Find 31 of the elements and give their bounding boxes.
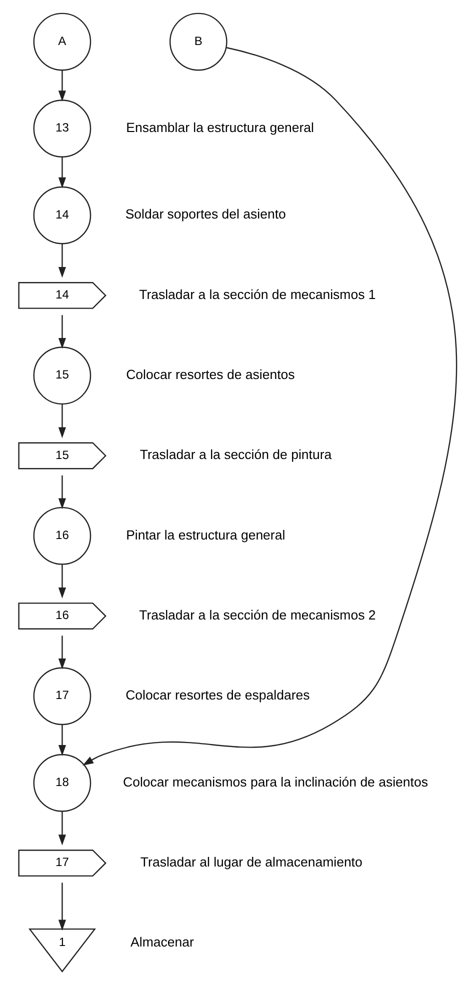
arrow	[58, 636, 66, 670]
node-label: Trasladar a la sección de pintura	[139, 447, 332, 462]
node-circle: 17	[32, 667, 91, 726]
arrow	[58, 882, 66, 931]
arrow	[58, 404, 66, 438]
node-label: Colocar resortes de espaldares	[125, 688, 310, 703]
node-label: Colocar resortes de asientos	[126, 366, 294, 382]
node-label: Trasladar a la sección de mecanismos 2	[138, 607, 376, 622]
node-circle: 13	[32, 100, 91, 158]
node-circle: B	[168, 12, 227, 71]
arrow	[58, 564, 66, 598]
node-circle: 18	[32, 754, 91, 812]
node-label: Trasladar al lugar de almacenamiento	[140, 854, 362, 870]
node-label: Ensamblar la estructura general	[126, 120, 314, 135]
node-label: Colocar mecanismos para la inclinación de asientos	[122, 774, 428, 790]
node-label: Trasladar a la sección de mecanismos 1	[138, 286, 376, 302]
arrow	[58, 315, 66, 349]
node-circle: 15	[32, 346, 91, 405]
node-label: Pintar la estructura general	[126, 527, 285, 542]
node-circle: 16	[32, 506, 91, 565]
node-circle: A	[32, 12, 91, 71]
arrow	[58, 724, 66, 756]
node-label: Almacenar	[130, 934, 194, 950]
arrow	[58, 811, 66, 846]
arrow	[82, 47, 456, 766]
node-circle: 14	[32, 186, 91, 244]
arrow	[58, 244, 66, 278]
arrow	[58, 70, 66, 102]
arrow	[58, 475, 66, 510]
arrow	[58, 156, 66, 188]
node-label: Soldar soportes del asiento	[124, 206, 286, 222]
